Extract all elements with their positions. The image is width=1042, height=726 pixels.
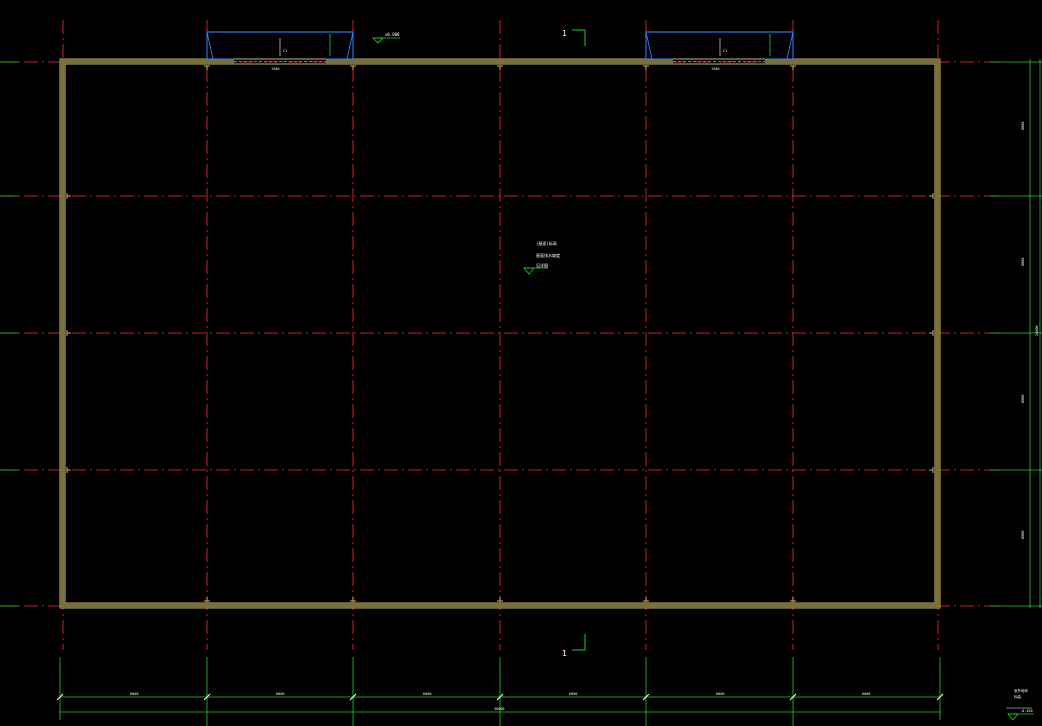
axis-extension-stubs: [0, 61, 1042, 607]
bottom-dimension-ticks: [56, 693, 944, 701]
svg-text:(屋面)标高: (屋面)标高: [536, 240, 557, 246]
svg-text:6000: 6000: [130, 692, 138, 696]
svg-text:6000: 6000: [569, 692, 577, 696]
section-mark-top[interactable]: 1: [562, 29, 586, 46]
level-symbol-top: ±0.000: [372, 32, 400, 44]
svg-text:6000: 6000: [862, 692, 870, 696]
svg-text:6000: 6000: [1021, 258, 1025, 266]
bottom-dimension-texts: 6000 6000 6000 6000 6000 6000 36000: [130, 692, 870, 711]
svg-text:1: 1: [562, 649, 567, 658]
center-annotation: (屋面)标高 屋面排水坡度 见详图: [523, 240, 560, 275]
svg-text:6000: 6000: [716, 692, 724, 696]
svg-text:室外地坪: 室外地坪: [1014, 688, 1029, 693]
svg-text:±0.000: ±0.000: [385, 32, 400, 37]
svg-text:6000: 6000: [1021, 122, 1025, 130]
svg-text:6000: 6000: [423, 692, 431, 696]
svg-text:6000: 6000: [1021, 395, 1025, 403]
section-mark-bottom[interactable]: 1: [562, 634, 586, 658]
svg-text:6000: 6000: [1021, 531, 1025, 539]
svg-text:屋面排水坡度: 屋面排水坡度: [536, 252, 560, 258]
svg-text:36000: 36000: [494, 707, 505, 711]
building-wall[interactable]: [59, 58, 941, 609]
right-dimension-chain: [1029, 59, 1041, 608]
bottom-dimension-chain: [59, 657, 941, 726]
window-right-dim: C1: [723, 49, 727, 53]
column-ticks: [66, 65, 934, 602]
corner-note-bottom-right: 室外地坪 标高 -0.450: [1006, 688, 1034, 721]
axis-grid-vertical: [62, 20, 939, 650]
right-dimension-texts: 6000 6000 6000 6000 24000: [1021, 122, 1039, 539]
window-right[interactable]: 1500 C1: [645, 31, 794, 71]
svg-text:标高: 标高: [1014, 694, 1022, 699]
svg-text:24000: 24000: [1035, 325, 1039, 336]
window-left-code: 1500: [271, 67, 279, 71]
window-left-dim: C1: [283, 49, 287, 53]
svg-text:见详图: 见详图: [536, 262, 548, 268]
svg-text:6000: 6000: [276, 692, 284, 696]
window-left[interactable]: 1500 C1: [206, 31, 354, 71]
svg-text:-0.450: -0.450: [1020, 709, 1033, 713]
window-right-code: 1500: [711, 67, 719, 71]
svg-text:1: 1: [562, 29, 567, 38]
